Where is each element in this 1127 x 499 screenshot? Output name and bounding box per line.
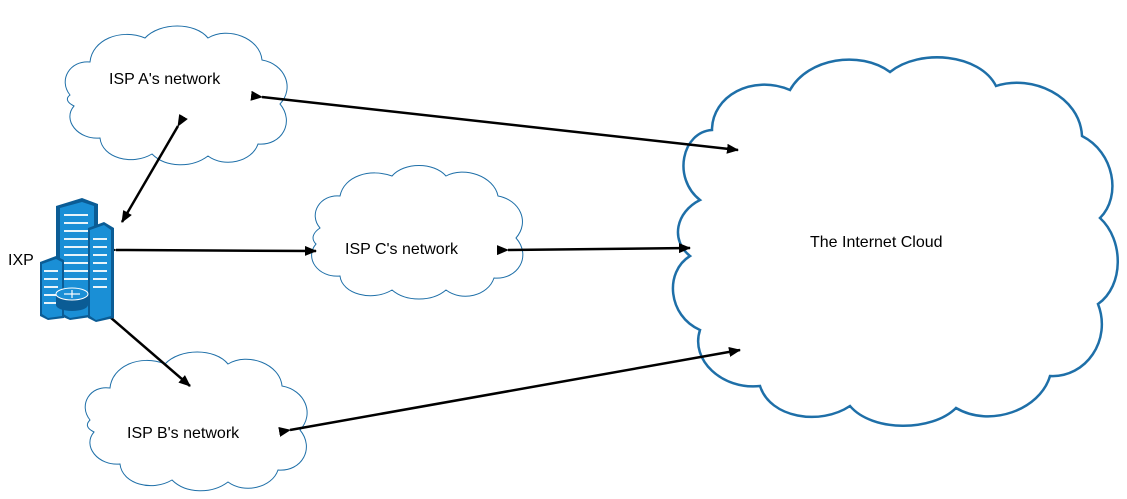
connections (98, 90, 741, 437)
arrow-ixp-isp-c (104, 244, 317, 256)
building-router-icon (40, 198, 114, 322)
isp-c-cloud (311, 165, 524, 300)
isp-a-label: ISP A's network (109, 71, 221, 88)
arrow-isp-c-internet (496, 243, 691, 256)
arrow-isp-b-internet (278, 347, 741, 437)
isp-a-cloud (64, 25, 288, 166)
arrow-ixp-isp-b (98, 306, 191, 387)
ixp-label: IXP (8, 252, 34, 269)
arrow-isp-a-internet (250, 90, 739, 154)
isp-b-cloud (84, 351, 308, 492)
isp-b-label: ISP B's network (127, 425, 240, 442)
arrow-isp-a-ixp (120, 113, 188, 223)
isp-c-label: ISP C's network (345, 241, 459, 258)
internet-label: The Internet Cloud (810, 234, 943, 251)
